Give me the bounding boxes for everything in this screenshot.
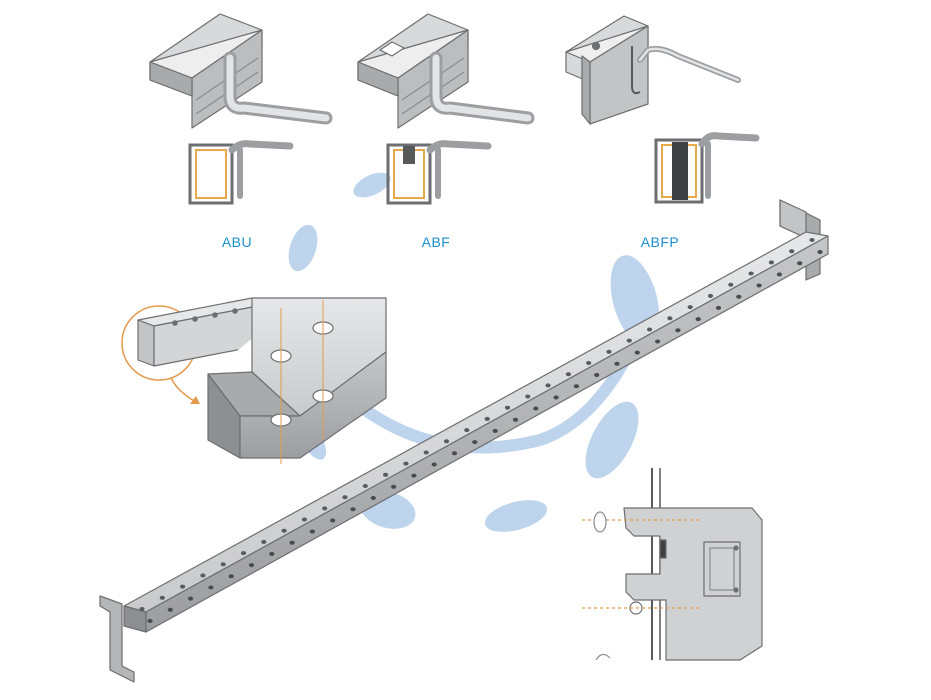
bar-hole-side — [167, 607, 173, 612]
bar-hole-side — [147, 619, 153, 623]
bar-hole-top — [768, 260, 775, 265]
bar-hole-top — [789, 249, 795, 254]
bar-hole-top — [139, 607, 145, 611]
bar-hole-top — [586, 361, 592, 365]
abfp-profile — [654, 132, 760, 204]
bar-hole-top — [464, 428, 470, 433]
bar-hole-side — [533, 406, 539, 411]
bar-hole-side — [614, 361, 620, 366]
bar-hole-top — [687, 305, 693, 310]
bar-hole-side — [776, 272, 783, 277]
bar-hole-top — [200, 573, 206, 578]
bar-hole-side — [228, 574, 234, 579]
bar-hole-top — [504, 405, 511, 410]
bar-hole-top — [484, 416, 490, 421]
bar-hole-side — [350, 507, 356, 512]
bar-hole-side — [188, 596, 194, 601]
abf-profile — [386, 140, 492, 205]
bar-hole-top — [281, 528, 287, 533]
bar-hole-side — [512, 417, 519, 422]
bar-hole-top — [240, 551, 247, 556]
bar-hole-top — [707, 293, 714, 298]
bar-hole-side — [309, 529, 315, 534]
bar-hole-top — [220, 562, 226, 567]
side-bracket-detail — [582, 468, 763, 661]
bar-hole-side — [370, 496, 376, 500]
bar-hole-top — [423, 450, 429, 455]
bar-hole-top — [667, 316, 673, 321]
abf-bracket-3d — [357, 13, 535, 129]
label-abf: ABF — [421, 234, 451, 250]
bar-hole-top — [383, 472, 389, 477]
bar-hole-top — [159, 595, 165, 600]
bar-hole-side — [208, 585, 214, 590]
perforated-bar — [99, 199, 829, 683]
abfp-bracket-3d — [565, 15, 741, 125]
bar-hole-top — [301, 517, 307, 522]
bar-hole-top — [443, 439, 450, 444]
bar-hole-side — [451, 451, 458, 456]
bar-hole-top — [748, 271, 754, 276]
bar-hole-top — [362, 484, 368, 488]
small-bar-end — [137, 297, 269, 367]
bar-hole-top — [342, 495, 348, 500]
bar-hole-side — [411, 473, 417, 478]
bar-hole-side — [736, 294, 742, 299]
bar-hole-side — [431, 462, 437, 467]
label-abfp: ABFP — [640, 234, 680, 250]
bar-hole-side — [634, 350, 640, 355]
bar-hole-side — [391, 484, 397, 489]
bar-hole-side — [289, 540, 295, 545]
bar-hole-side — [330, 518, 336, 523]
bar-hole-side — [695, 317, 701, 322]
bar-hole-top — [647, 327, 653, 332]
magnified-section — [207, 297, 387, 464]
abu-bracket-3d — [149, 13, 333, 129]
bar-hole-side — [594, 373, 600, 377]
bar-hole-top — [606, 349, 612, 354]
bar-hole-top — [525, 394, 531, 399]
bar-hole-top — [322, 506, 328, 511]
bar-hole-side — [492, 428, 498, 433]
bar-hole-top — [728, 282, 734, 287]
bar-holes — [139, 238, 823, 623]
bar-hole-side — [655, 339, 661, 344]
bar-hole-side — [573, 384, 580, 389]
bar-hole-top — [403, 461, 409, 466]
bar-hole-top — [626, 338, 632, 343]
abu-profile — [188, 140, 294, 205]
bar-hole-top — [545, 383, 551, 388]
bar-hole-side — [797, 261, 803, 266]
bar-hole-side — [472, 440, 478, 445]
bar-hole-side — [269, 551, 275, 556]
bar-hole-top — [261, 539, 267, 544]
bar-hole-top — [809, 238, 815, 242]
bar-hole-side — [553, 395, 559, 400]
bar-hole-side — [715, 305, 722, 310]
bar-hole-side — [248, 563, 255, 568]
bar-hole-side — [817, 250, 823, 254]
bar-hole-top — [180, 584, 186, 589]
bar-hole-side — [675, 328, 681, 333]
label-abu: ABU — [221, 234, 253, 250]
bar-hole-side — [756, 283, 762, 288]
bar-hole-top — [565, 372, 572, 377]
